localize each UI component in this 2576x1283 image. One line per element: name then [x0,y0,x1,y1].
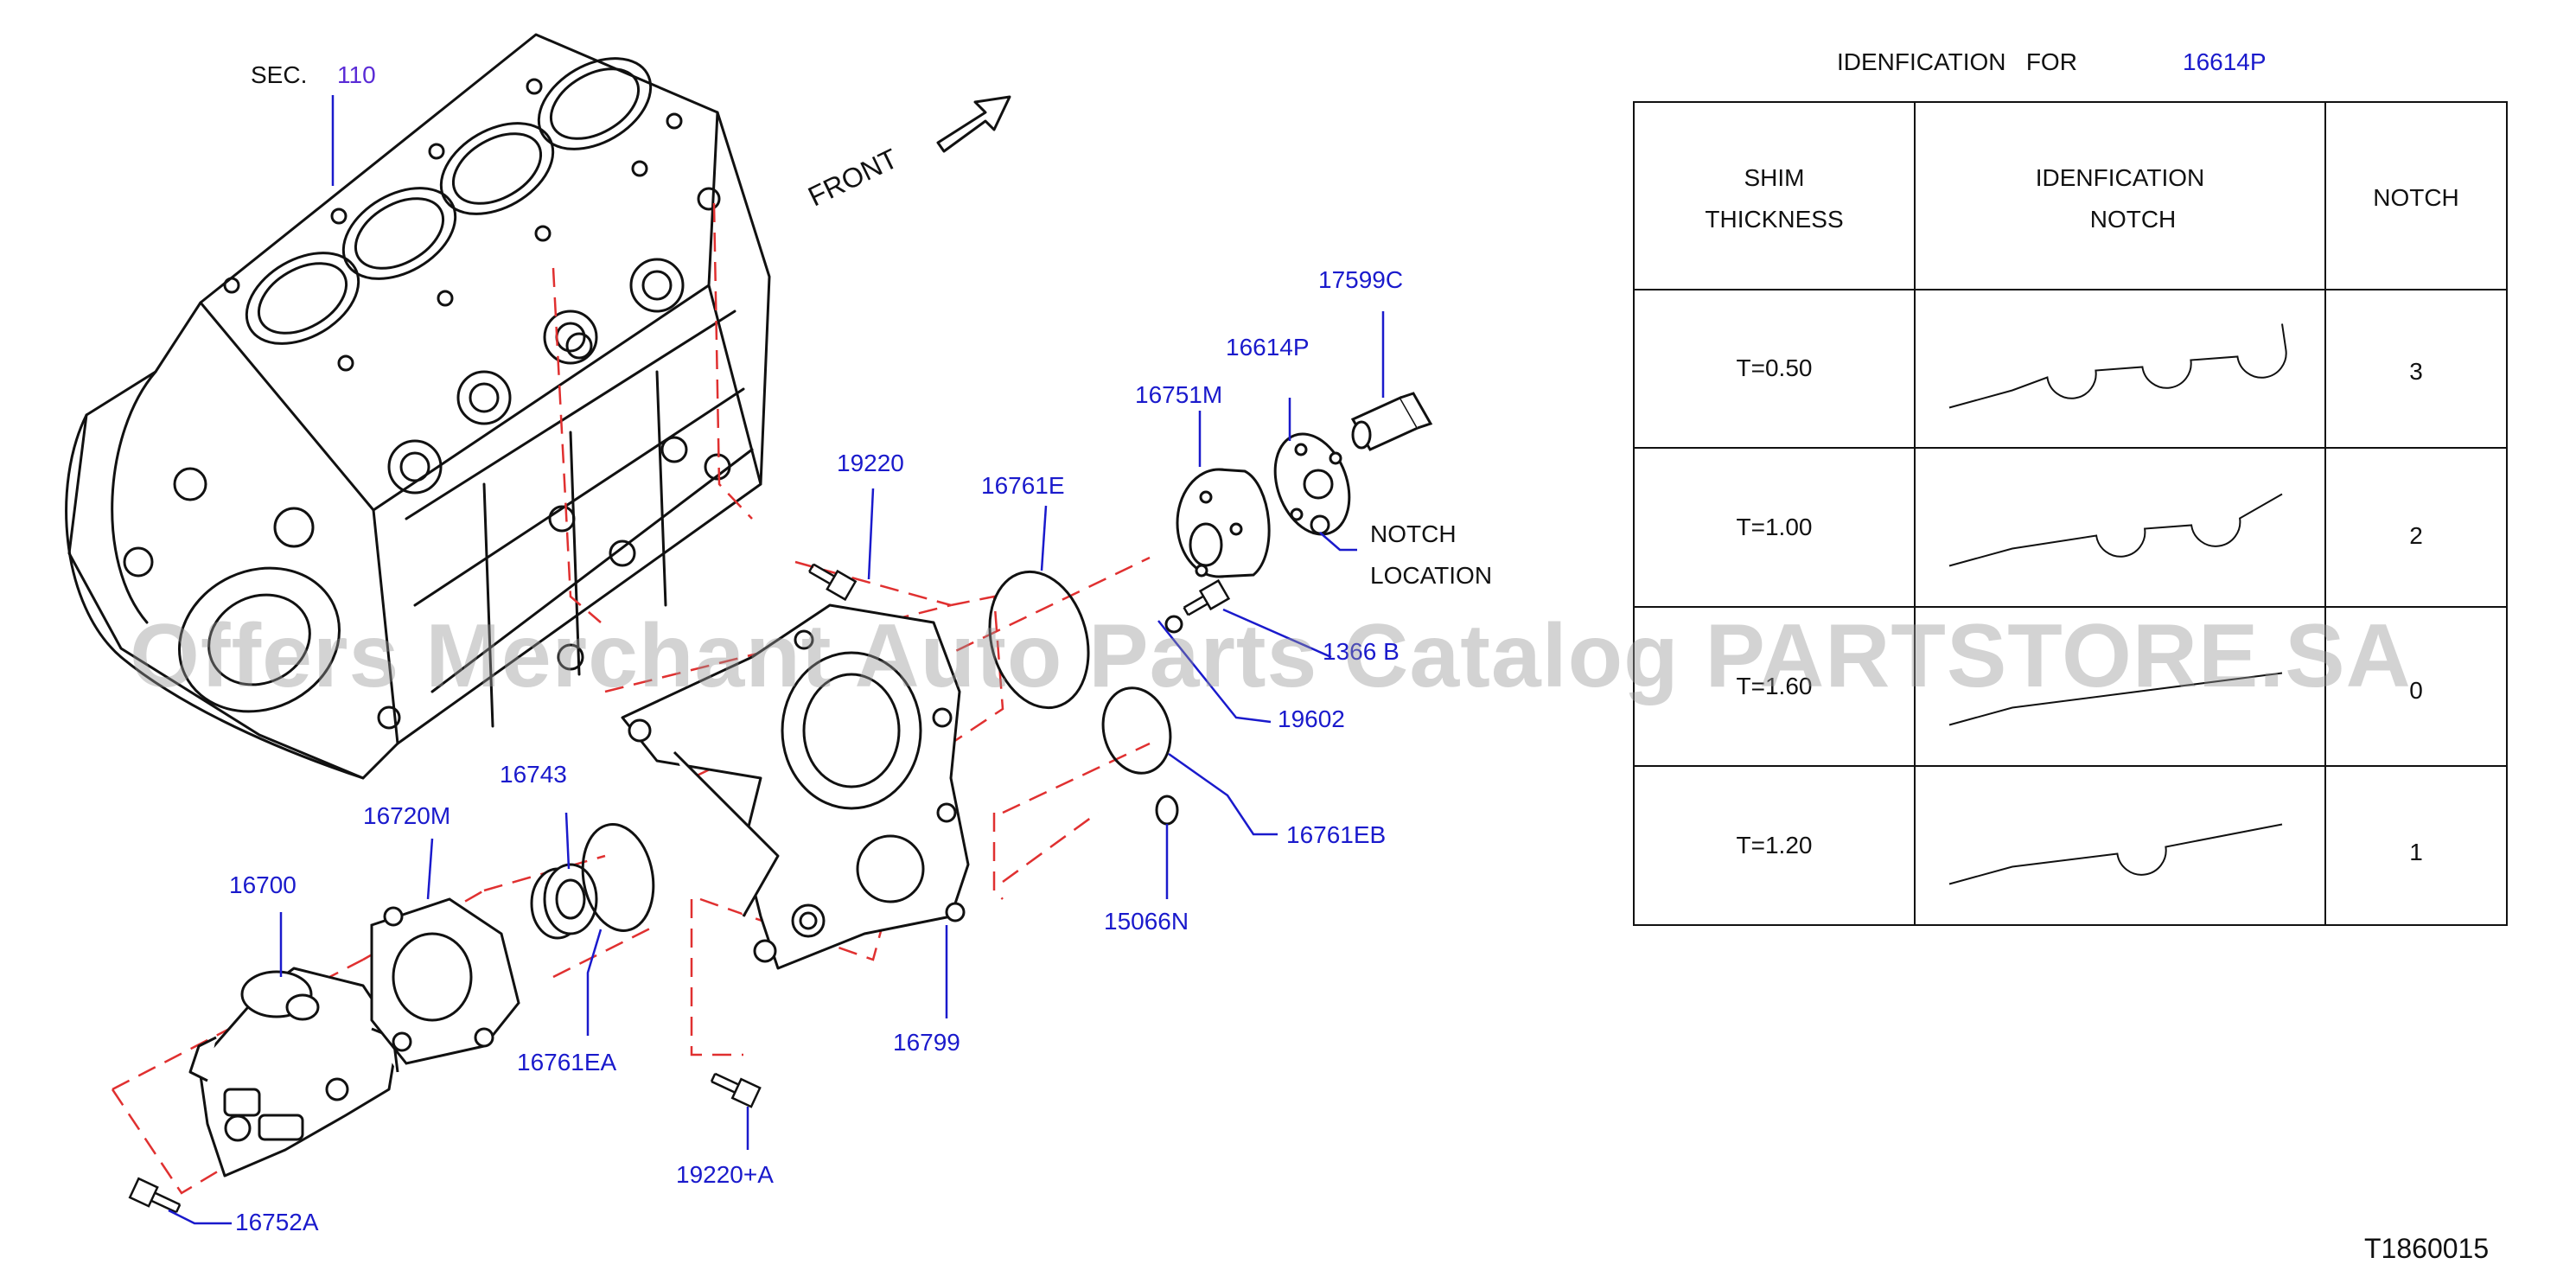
part-label-16761e[interactable]: 16761E [981,472,1065,499]
table-cell-thickness: T=1.60 [1736,673,1813,699]
table-cell-thickness: T=1.20 [1736,832,1813,859]
header-line: THICKNESS [1705,206,1844,233]
part-label-16614p[interactable]: 16614P [1226,334,1310,361]
table-cell-thickness: T=0.50 [1736,354,1813,381]
part-label-16751m[interactable]: 16751M [1135,381,1223,408]
notch-location-line2: LOCATION [1370,562,1493,589]
section-prefix: SEC. [251,61,308,88]
part-label-15066n[interactable]: 15066N [1104,908,1189,935]
table-cell-notch-count: 1 [2409,839,2423,865]
part-label-19220a[interactable]: 19220+A [676,1161,774,1188]
part-label-16752a[interactable]: 16752A [235,1209,319,1235]
section-number-link[interactable]: 110 [337,61,376,88]
header-line: IDENFICATION [2035,164,2205,191]
notch-location-line1: NOTCH [1370,520,1457,547]
adapter-16720m [370,897,520,1065]
table-header-id-notch: IDENFICATION NOTCH [1915,157,2325,240]
front-cover-16799 [621,603,970,970]
flange-16751m [1176,468,1271,578]
header-line: NOTCH [2089,206,2177,233]
spacer-17599c [1350,392,1433,451]
seal-16743 [530,863,598,940]
header-line: SHIM [1744,164,1805,191]
o-rings [581,570,1183,932]
notch-profiles [1948,323,2287,885]
watermark: Offers Merchant Auto Parts Catalog PARTS… [130,606,2412,706]
notch-profile-curve [1948,323,2287,409]
table-header-shim-thickness: SHIM THICKNESS [1634,157,1915,240]
leader-lines [168,95,1385,1225]
part-label-16761ea[interactable]: 16761EA [517,1049,617,1076]
part-label-16700[interactable]: 16700 [229,871,296,898]
engine-block [65,33,771,780]
part-label-16743[interactable]: 16743 [500,761,567,788]
notch-profile-curve [1948,493,2283,567]
part-label-16761eb[interactable]: 16761EB [1286,821,1387,848]
table-title-part-link[interactable]: 16614P [2183,48,2267,75]
table-cell-thickness: T=1.00 [1736,514,1813,540]
notch-profile-curve [1948,823,2283,885]
id-table-grid [1633,101,2508,926]
shim-16614p [1273,432,1351,536]
header-line: NOTCH [2373,184,2459,211]
table-cell-notch-count: 2 [2409,522,2423,549]
table-header-notch: NOTCH [2325,177,2507,219]
part-label-19602[interactable]: 19602 [1278,705,1345,732]
table-title-prefix: IDENFICATION FOR [1837,48,2077,75]
bolts [128,563,1231,1214]
part-label-17599c[interactable]: 17599C [1318,266,1404,293]
part-label-16799[interactable]: 16799 [893,1029,960,1056]
part-label-16720m[interactable]: 16720M [363,802,451,829]
part-label-1366b[interactable]: 1366 B [1323,638,1400,665]
diagram-code: T1860015 [2364,1233,2490,1264]
pump-16700 [188,967,399,1178]
table-cell-notch-count: 0 [2409,677,2423,704]
notch-profile-curve [1948,672,2283,726]
front-arrow-icon [936,95,1011,153]
table-cell-notch-count: 3 [2409,358,2423,385]
part-label-19220[interactable]: 19220 [837,450,904,476]
